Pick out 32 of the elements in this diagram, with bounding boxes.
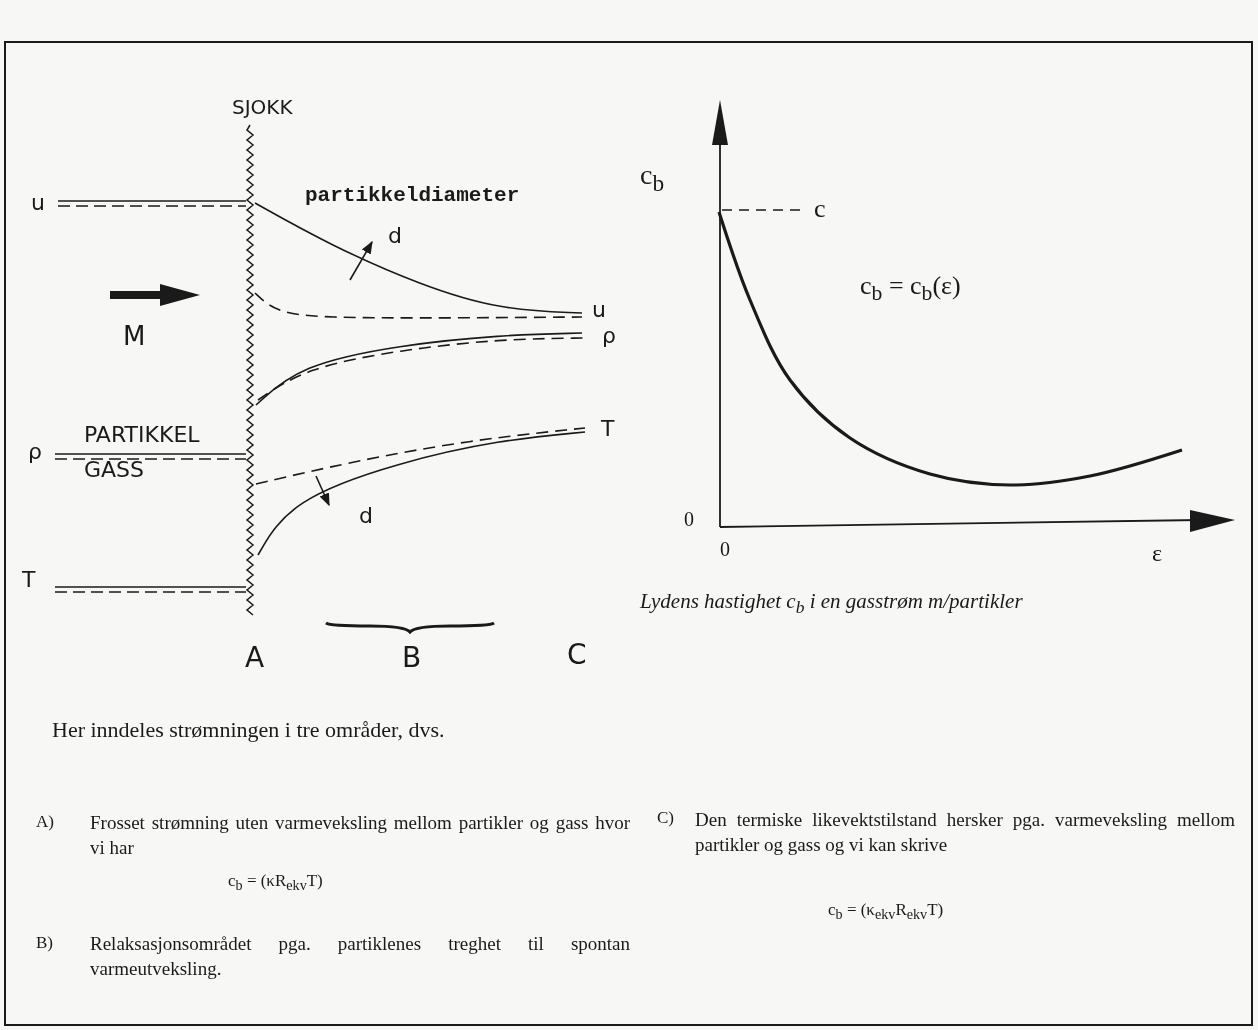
region-label: C [567, 640, 587, 671]
paragraph: Frosset strømning uten varmeveksling mellom partikler og gass hvor vi har [90, 811, 630, 860]
list-marker: B) [36, 934, 53, 953]
list-marker: A) [36, 813, 54, 832]
region-label: A [245, 643, 265, 674]
curve-label: partikkeldiameter [305, 184, 520, 208]
variable-label: ρ [28, 440, 42, 465]
variable-label: T [22, 568, 36, 593]
axis-label: c$_{b}$ [640, 160, 665, 197]
formula: c$_{b}$ = (κR$_{ekv}$T) [228, 872, 323, 894]
region-label: B [402, 643, 422, 674]
curve-label: c [814, 195, 826, 224]
shock-label: SJOKK [232, 96, 293, 118]
phase-label: PARTIKKEL [84, 423, 200, 448]
phase-label: GASS [84, 458, 145, 483]
paragraph: Den termiske likevektstilstand hersker pga. varmeveksling mellom partikler og gass og vi kan skrive [695, 808, 1235, 857]
variable-label: T [601, 417, 615, 442]
variable-label: u [31, 191, 45, 216]
axis-label: ε [1152, 540, 1163, 567]
paragraph: Her inndeles strømningen i tre områder, dvs. [52, 718, 445, 743]
list-marker: C) [657, 809, 674, 828]
parameter-label: d [388, 224, 402, 249]
paragraph: Relaksasjonsområdet pga. partiklenes treghet til spontan varmeutveksling. [90, 932, 630, 981]
tick-label: 0 [684, 508, 694, 530]
formula: c$_{b}$ = (κ$_{ekv}$R$_{ekv}$T) [828, 901, 944, 923]
flow-label: M [123, 322, 146, 351]
variable-label: ρ [602, 324, 616, 349]
variable-label: u [592, 298, 606, 323]
parameter-label: d [359, 504, 373, 529]
tick-label: 0 [720, 538, 730, 560]
formula: c$_{b}$ = c$_{b}$(ε) [860, 272, 961, 306]
figure-caption: Lydens hastighet c$_{b}$ i en gasstrøm m/partikler [640, 590, 1023, 618]
